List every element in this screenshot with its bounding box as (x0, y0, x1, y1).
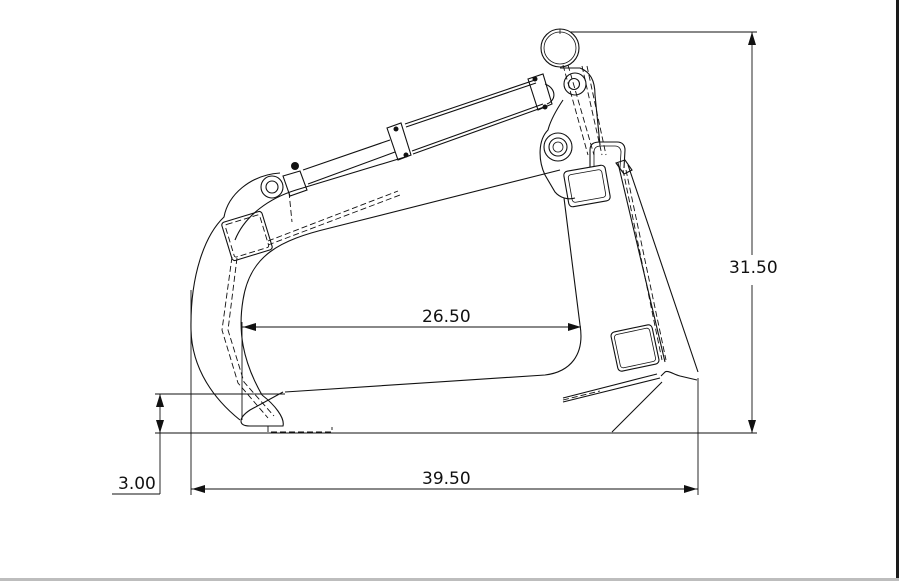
dim-overall-length-label: 39.50 (422, 469, 471, 489)
dimension-lines (112, 31, 757, 495)
frame-border-right (896, 0, 899, 578)
bucket-frame (284, 159, 699, 433)
grapple-claw (190, 156, 561, 433)
hydraulic-cylinder (260, 73, 555, 199)
frame-border-bottom (0, 578, 899, 581)
dim-overall-height-label: 31.50 (729, 258, 778, 278)
dim-tine-lip-label: 3.00 (118, 474, 156, 494)
pivot-bracket (539, 28, 626, 200)
dim-inner-throat-label: 26.50 (422, 307, 471, 327)
